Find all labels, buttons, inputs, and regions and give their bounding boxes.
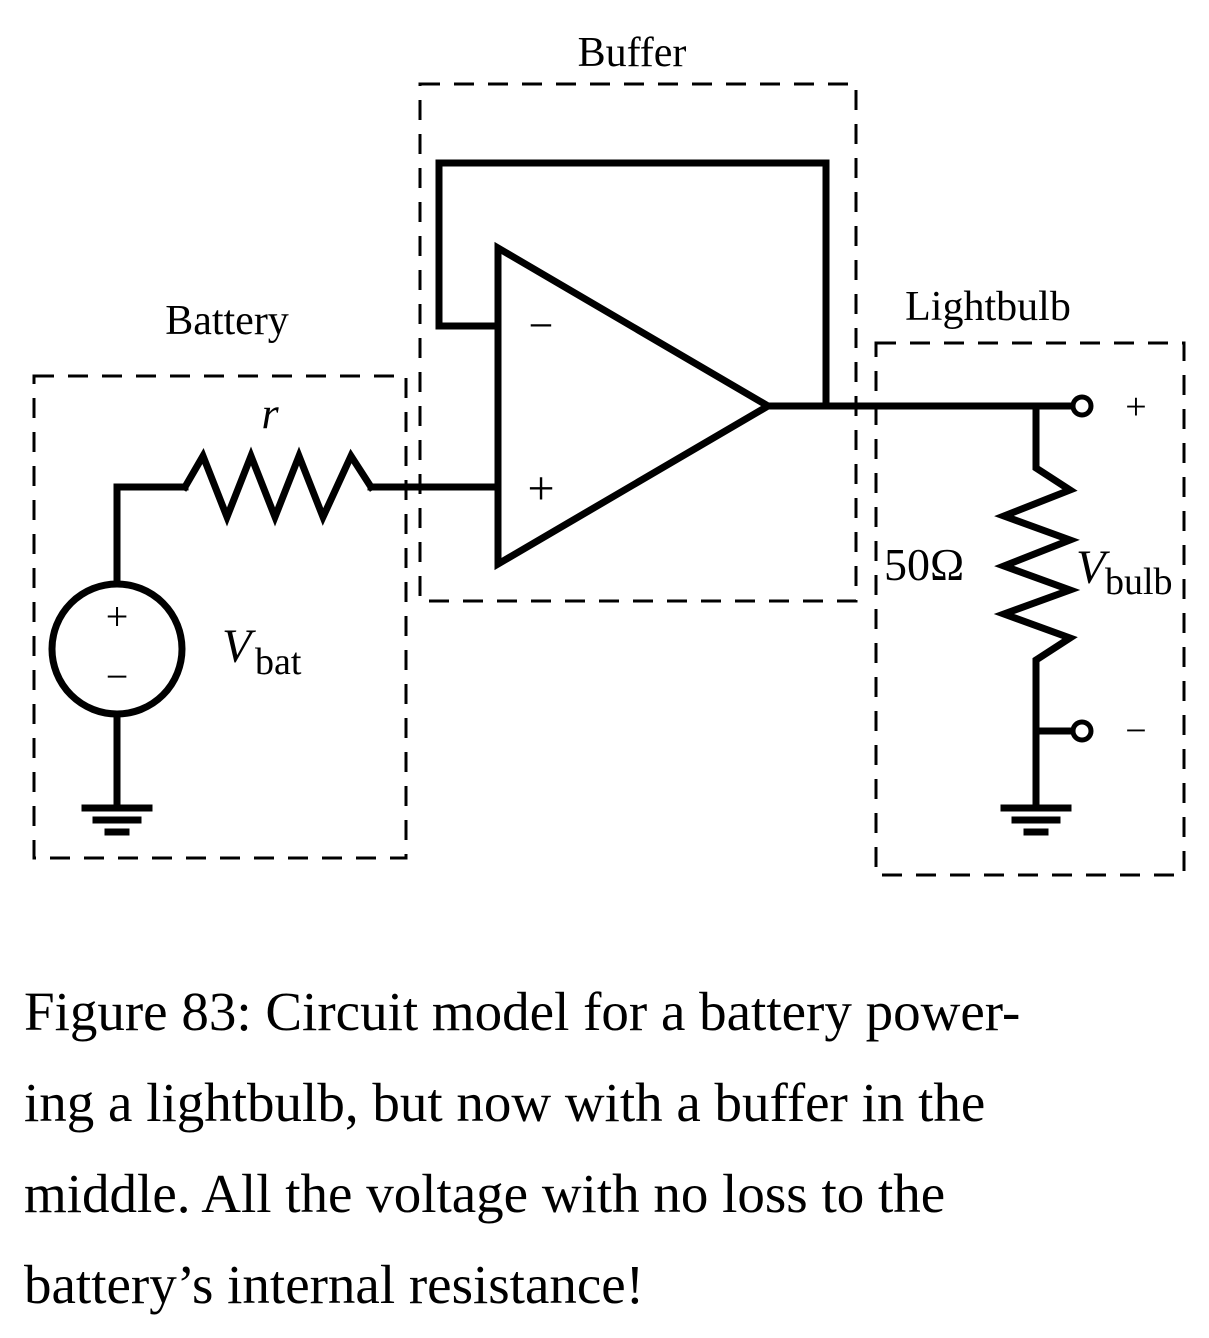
buffer-box (418, 82, 858, 603)
op-amp-icon (494, 241, 775, 571)
lightbulb-box (874, 341, 1186, 877)
positive-terminal-icon (1070, 394, 1094, 418)
battery-ground-icon (81, 804, 153, 836)
lightbulb-title: Lightbulb (905, 284, 1071, 330)
battery-title: Battery (165, 298, 289, 344)
load-resistor-icon (993, 402, 1081, 812)
load-ground-icon (1000, 804, 1072, 836)
internal-resistor-icon (180, 446, 376, 527)
op-amp-inverting-sign: − (529, 301, 554, 350)
vbulb-label: V bulb (1076, 541, 1173, 603)
caption-line-3: middle. All the voltage with no loss to … (24, 1163, 946, 1224)
feedback-wire (435, 159, 830, 410)
buffer-title: Buffer (578, 30, 687, 76)
circuit-diagram: Buffer Battery Lightbulb + − r V bat − +… (32, 30, 1186, 877)
terminal-minus-sign: − (1125, 710, 1146, 752)
vbat-label: V bat (222, 620, 302, 683)
load-resistance-label: 50Ω (884, 539, 964, 590)
vbat-subscript: bat (255, 641, 302, 683)
vbulb-subscript: bulb (1105, 561, 1173, 603)
figure-caption: Figure 83: Circuit model for a battery p… (24, 966, 1194, 1330)
battery-box (32, 374, 408, 860)
vbat-main: V (222, 620, 256, 673)
source-minus-sign: − (106, 654, 129, 699)
vbulb-main: V (1076, 541, 1110, 594)
internal-resistance-label: r (261, 389, 279, 438)
caption-line-2: ing a lightbulb, but now with a buffer i… (24, 1072, 986, 1133)
terminal-plus-sign: + (1125, 386, 1146, 428)
op-amp-noninverting-sign: + (527, 462, 554, 515)
negative-terminal-icon (1070, 719, 1094, 743)
caption-line-4: battery’s internal resistance! (24, 1254, 645, 1315)
caption-line-1: Figure 83: Circuit model for a battery p… (24, 981, 1021, 1042)
source-plus-sign: + (106, 594, 129, 639)
battery-wire (113, 483, 189, 588)
